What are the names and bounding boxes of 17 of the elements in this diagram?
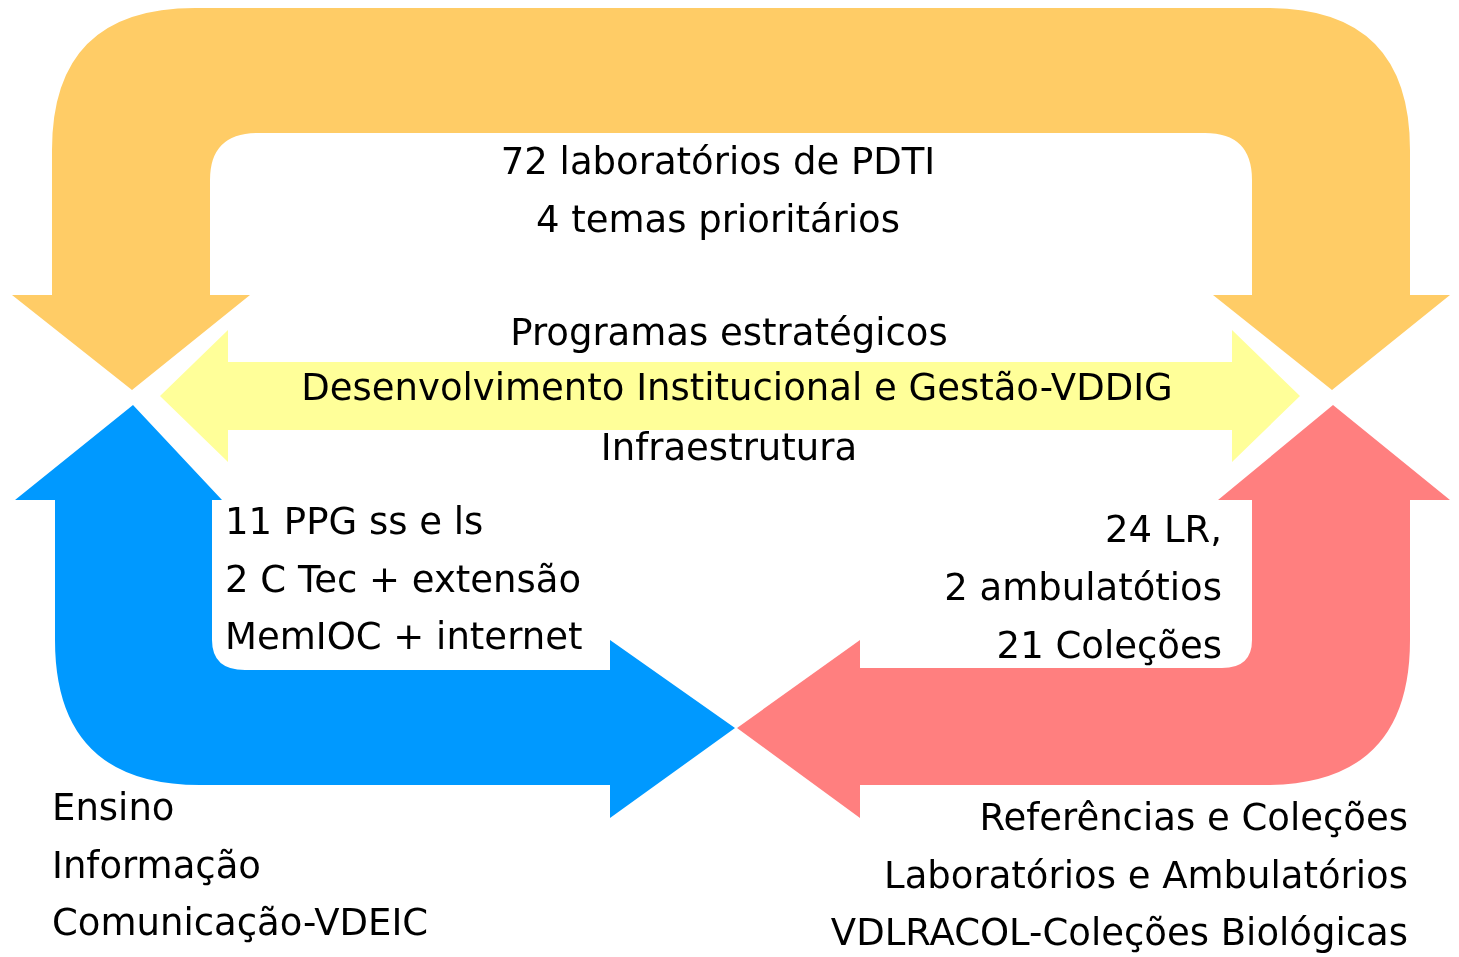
text-label: 72 laboratórios de PDTI — [500, 139, 936, 185]
text-label: MemIOC + internet — [225, 614, 583, 660]
text-label: Infraestrutura — [600, 425, 858, 471]
text-label: Ensino — [52, 785, 175, 831]
text-label: 2 C Tec + extensão — [225, 557, 582, 603]
text-label: 11 PPG ss e ls — [225, 499, 484, 545]
arrow-text: Desenvolvimento Institucional e Gestão-VDDIG — [301, 365, 1173, 411]
text-label: 21 Coleções — [996, 623, 1222, 669]
text-label: VDLRACOL-Coleções Biológicas — [830, 910, 1408, 956]
text-label: Comunicação-VDEIC — [52, 900, 429, 946]
text-label: Programas estratégicos — [510, 310, 948, 356]
text-label: Referências e Coleções — [979, 795, 1408, 841]
text-label: 4 temas prioritários — [536, 197, 900, 243]
text-label: Laboratórios e Ambulatórios — [884, 853, 1408, 899]
text-label: 24 LR, — [1105, 507, 1222, 553]
text-label: 2 ambulatótios — [944, 565, 1222, 611]
text-label: Informação — [52, 843, 261, 889]
